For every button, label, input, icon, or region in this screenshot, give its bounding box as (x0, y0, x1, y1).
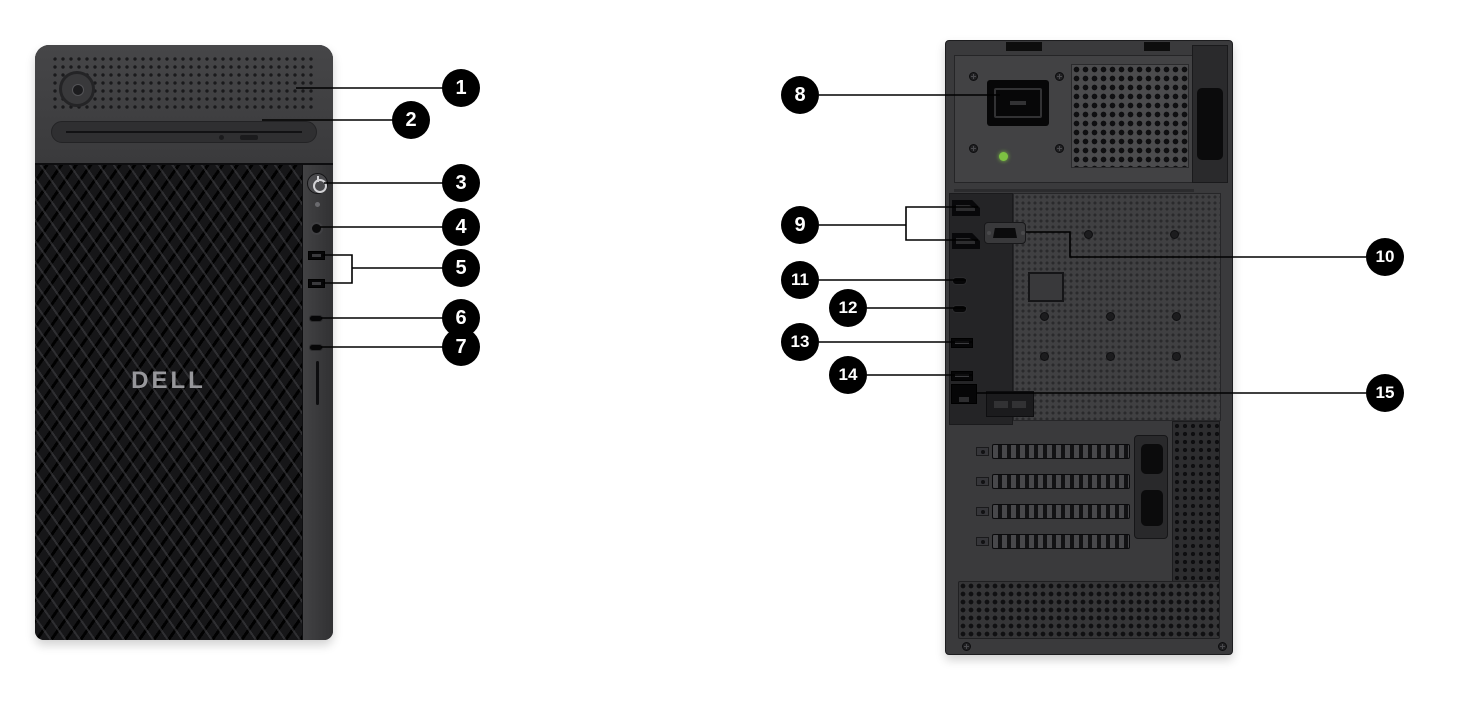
mount-hole (1084, 230, 1093, 239)
usb-c-port-icon (309, 315, 323, 322)
mount-hole (1170, 230, 1179, 239)
front-top-panel (35, 45, 333, 165)
power-button-icon (307, 173, 328, 194)
optical-drive-emergency-hole (219, 135, 224, 140)
screw (1055, 72, 1064, 81)
serial-port-icon (984, 222, 1026, 244)
front-view-tower: DELL (35, 45, 333, 640)
release-latch-handle (1197, 88, 1223, 160)
panel-divider (954, 189, 1194, 192)
callout-5: 5 (442, 249, 480, 287)
mount-hole (1172, 312, 1181, 321)
callout-1: 1 (442, 69, 480, 107)
bottom-vent-grille (958, 581, 1220, 639)
callout-10: 10 (1366, 238, 1404, 276)
callout-14: 14 (829, 356, 867, 394)
screw (969, 144, 978, 153)
screw (1218, 642, 1227, 651)
callout-2: 2 (392, 101, 430, 139)
callout-8: 8 (781, 76, 819, 114)
callout-7: 7 (442, 328, 480, 366)
usb-a-port-icon (308, 251, 325, 260)
expansion-slot-cover (992, 504, 1130, 519)
expansion-slot-cover (992, 474, 1130, 489)
dell-logo: DELL (131, 367, 206, 394)
lock-emblem-icon (59, 71, 95, 107)
callout-9: 9 (781, 206, 819, 244)
optical-drive-eject-button (240, 135, 258, 140)
callout-13: 13 (781, 323, 819, 361)
slot-screw-tab (976, 477, 989, 486)
power-connector-port (987, 80, 1049, 126)
power-supply-unit (954, 55, 1194, 183)
mount-hole (1172, 352, 1181, 361)
card-retention-latch (1134, 435, 1168, 539)
screw (962, 642, 971, 651)
usb-c-port-icon (952, 277, 967, 285)
psu-vent-grille (1071, 64, 1189, 168)
slot-screw-tab (976, 507, 989, 516)
back-view-tower (945, 40, 1233, 655)
mount-hole (1106, 312, 1115, 321)
callout-4: 4 (442, 208, 480, 246)
usb-c-port-icon (309, 344, 323, 351)
release-latch-column (1192, 45, 1228, 183)
optical-drive-opening (66, 131, 302, 133)
mount-hole (1106, 352, 1115, 361)
callout-12: 12 (829, 289, 867, 327)
front-io-strip (302, 165, 333, 640)
usb-a-port-icon (308, 279, 325, 288)
chassis-top-tab (1006, 42, 1042, 51)
headset-jack-icon (310, 222, 323, 235)
expansion-slot-cover (992, 444, 1130, 459)
screw (969, 72, 978, 81)
io-shield-section (986, 391, 1034, 417)
panel-cutout (1028, 272, 1064, 302)
usb-c-port-icon (952, 305, 967, 313)
usb-a-port-icon (951, 338, 973, 348)
expansion-slot-cover (992, 534, 1130, 549)
optical-drive-slot (51, 121, 317, 143)
speaker-grille (51, 55, 317, 111)
front-panel-slot (316, 361, 319, 405)
slot-screw-tab (976, 537, 989, 546)
slot-screw-tab (976, 447, 989, 456)
usb-a-port-icon (951, 371, 973, 381)
drive-activity-led (315, 202, 320, 207)
callout-11: 11 (781, 261, 819, 299)
mount-hole (1040, 352, 1049, 361)
callout-3: 3 (442, 164, 480, 202)
ethernet-port-icon (951, 384, 977, 404)
front-mesh-grille (35, 165, 302, 640)
chassis-top-tab (1144, 42, 1170, 51)
screw (1055, 144, 1064, 153)
callout-15: 15 (1366, 374, 1404, 412)
psu-diagnostic-led (999, 152, 1008, 161)
perforated-panel (1013, 193, 1221, 421)
side-vent-grille (1172, 421, 1220, 583)
mount-hole (1040, 312, 1049, 321)
